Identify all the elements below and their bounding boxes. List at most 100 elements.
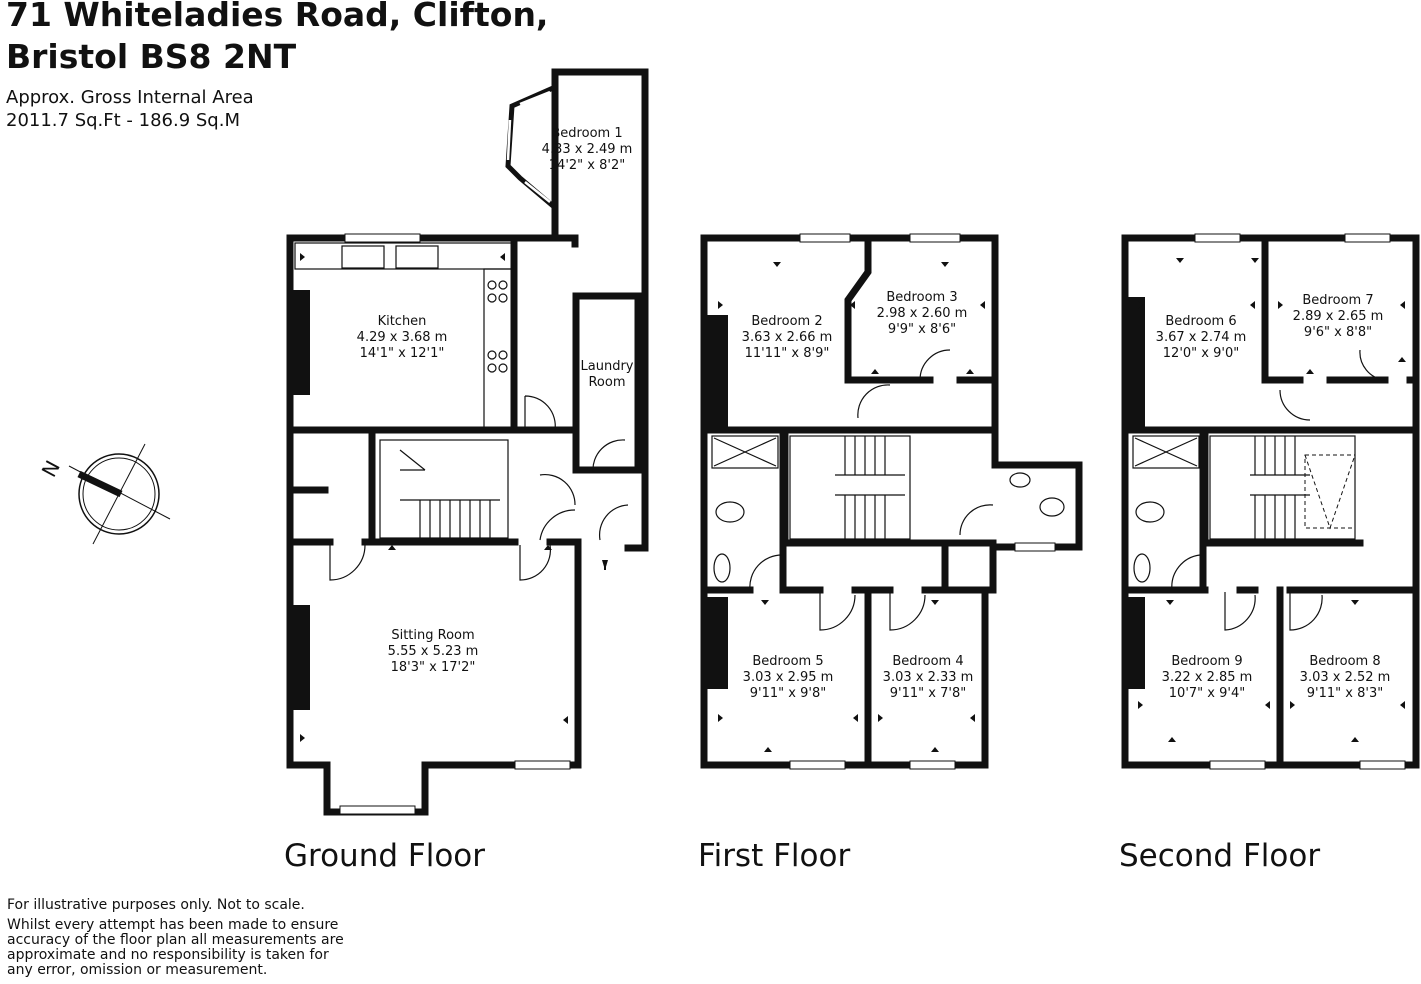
toilet bbox=[1135, 501, 1165, 523]
window bbox=[789, 760, 846, 770]
compass-needle bbox=[77, 470, 123, 498]
room-imperial-bedroom-9: 10'7" x 9'4" bbox=[1169, 686, 1245, 701]
room-name-bedroom-7: Bedroom 7 bbox=[1302, 293, 1373, 308]
wall-marker bbox=[878, 714, 883, 722]
window bbox=[514, 760, 571, 770]
sink bbox=[341, 245, 385, 269]
wall-marker bbox=[500, 253, 505, 261]
wall-marker bbox=[761, 600, 769, 605]
disclaimer-line-2: Whilst every attempt has been made to en… bbox=[7, 917, 339, 933]
loft-hatch bbox=[1304, 454, 1356, 530]
wall-marker bbox=[980, 301, 985, 309]
compass-north-label: N bbox=[37, 456, 65, 480]
window bbox=[1194, 233, 1241, 243]
wall-marker bbox=[966, 369, 974, 374]
wall-marker bbox=[1306, 369, 1314, 374]
room-name-bedroom-3: Bedroom 3 bbox=[886, 290, 957, 305]
wall-marker bbox=[1290, 701, 1295, 709]
first-outer-wall bbox=[700, 234, 1083, 769]
room-imperial-bedroom-5: 9'11" x 9'8" bbox=[750, 686, 826, 701]
wall-marker bbox=[970, 714, 975, 722]
room-name-bedroom-9: Bedroom 9 bbox=[1171, 654, 1242, 669]
window bbox=[909, 233, 961, 243]
door-swing bbox=[329, 544, 366, 581]
wall-marker bbox=[1265, 701, 1270, 709]
laundry-wall bbox=[510, 292, 642, 474]
door-swing bbox=[749, 349, 994, 631]
room-name-bedroom-6: Bedroom 6 bbox=[1165, 314, 1236, 329]
wall-marker bbox=[1166, 600, 1174, 605]
area-value: 2011.7 Sq.Ft - 186.9 Sq.M bbox=[6, 110, 240, 131]
staircase bbox=[1209, 435, 1356, 540]
kitchen-counter bbox=[294, 242, 514, 270]
title-line-1: 71 Whiteladies Road, Clifton, bbox=[6, 0, 549, 34]
room-metric-bedroom-6: 3.67 x 2.74 m bbox=[1156, 330, 1247, 345]
wall-marker bbox=[1250, 301, 1255, 309]
hob-ring bbox=[487, 293, 497, 303]
staircase bbox=[789, 435, 911, 540]
floor-label-second: Second Floor bbox=[1119, 838, 1320, 874]
kitchen-wall bbox=[368, 236, 518, 544]
cupboard-wall bbox=[286, 426, 376, 494]
room-imperial-bedroom-4: 9'11" x 7'8" bbox=[890, 686, 966, 701]
room-name-bedroom-2: Bedroom 2 bbox=[751, 314, 822, 329]
stair-treads bbox=[1254, 436, 1296, 539]
chimney-breast bbox=[706, 315, 728, 427]
disclaimer: For illustrative purposes only. Not to s… bbox=[7, 898, 344, 978]
window bbox=[1014, 542, 1056, 552]
toilet bbox=[1039, 497, 1065, 517]
page-title: 71 Whiteladies Road, Clifton, Bristol BS… bbox=[6, 0, 548, 78]
window bbox=[1209, 760, 1266, 770]
room-metric-sitting-room: 5.55 x 5.23 m bbox=[388, 644, 479, 659]
basin bbox=[713, 553, 731, 583]
compass-outer-ring bbox=[78, 453, 160, 535]
shower-cross bbox=[713, 437, 777, 467]
staircase bbox=[379, 439, 509, 539]
room-imperial-bedroom-8: 9'11" x 8'3" bbox=[1307, 686, 1383, 701]
hob-ring bbox=[498, 293, 508, 303]
window bbox=[344, 233, 421, 243]
chimney-breast bbox=[1127, 297, 1145, 427]
wall-marker bbox=[853, 714, 858, 722]
compass-inner-ring bbox=[82, 457, 156, 531]
room-name-laundry-2: Room bbox=[588, 375, 625, 390]
room-metric-bedroom-5: 3.03 x 2.95 m bbox=[743, 670, 834, 685]
wall-marker bbox=[941, 262, 949, 267]
wall-marker bbox=[1138, 301, 1143, 309]
first-lower-walls bbox=[706, 426, 997, 769]
second-outer-wall bbox=[1121, 234, 1420, 769]
chimney-breast bbox=[706, 597, 728, 689]
window bbox=[799, 233, 851, 243]
wall-marker bbox=[1400, 701, 1405, 709]
room-metric-bedroom-8: 3.03 x 2.52 m bbox=[1300, 670, 1391, 685]
chimney-breast bbox=[1127, 597, 1145, 689]
room-metric-bedroom-3: 2.98 x 2.60 m bbox=[877, 306, 968, 321]
basin bbox=[1009, 472, 1031, 488]
room-imperial-sitting-room: 18'3" x 17'2" bbox=[391, 660, 476, 675]
shower-tray bbox=[1132, 435, 1200, 469]
wall-marker bbox=[1278, 301, 1283, 309]
room-name-laundry: Laundry bbox=[581, 359, 634, 374]
room-metric-kitchen: 4.29 x 3.68 m bbox=[357, 330, 448, 345]
wall-marker bbox=[1398, 357, 1406, 362]
hob-ring bbox=[487, 280, 497, 290]
room-name-bedroom-8: Bedroom 8 bbox=[1309, 654, 1380, 669]
second-internal-walls bbox=[1127, 426, 1414, 769]
wall-marker bbox=[931, 600, 939, 605]
ground-rear-wall bbox=[513, 68, 649, 552]
wall-marker bbox=[1138, 701, 1143, 709]
room-imperial-kitchen: 14'1" x 12'1" bbox=[360, 346, 445, 361]
room-name-sitting-room: Sitting Room bbox=[391, 628, 474, 643]
wall-marker bbox=[871, 369, 879, 374]
sink bbox=[395, 245, 439, 269]
disclaimer-line-3: accuracy of the floor plan all measureme… bbox=[7, 932, 344, 948]
room-metric-bedroom-7: 2.89 x 2.65 m bbox=[1293, 309, 1384, 324]
bay-glass-2 bbox=[506, 119, 512, 161]
floor-label-first: First Floor bbox=[698, 838, 850, 874]
chimney-breast bbox=[292, 290, 310, 395]
basin bbox=[1133, 553, 1151, 583]
wall-marker bbox=[718, 301, 723, 309]
ground-outer-wall bbox=[286, 234, 582, 816]
wall-marker bbox=[1351, 737, 1359, 742]
